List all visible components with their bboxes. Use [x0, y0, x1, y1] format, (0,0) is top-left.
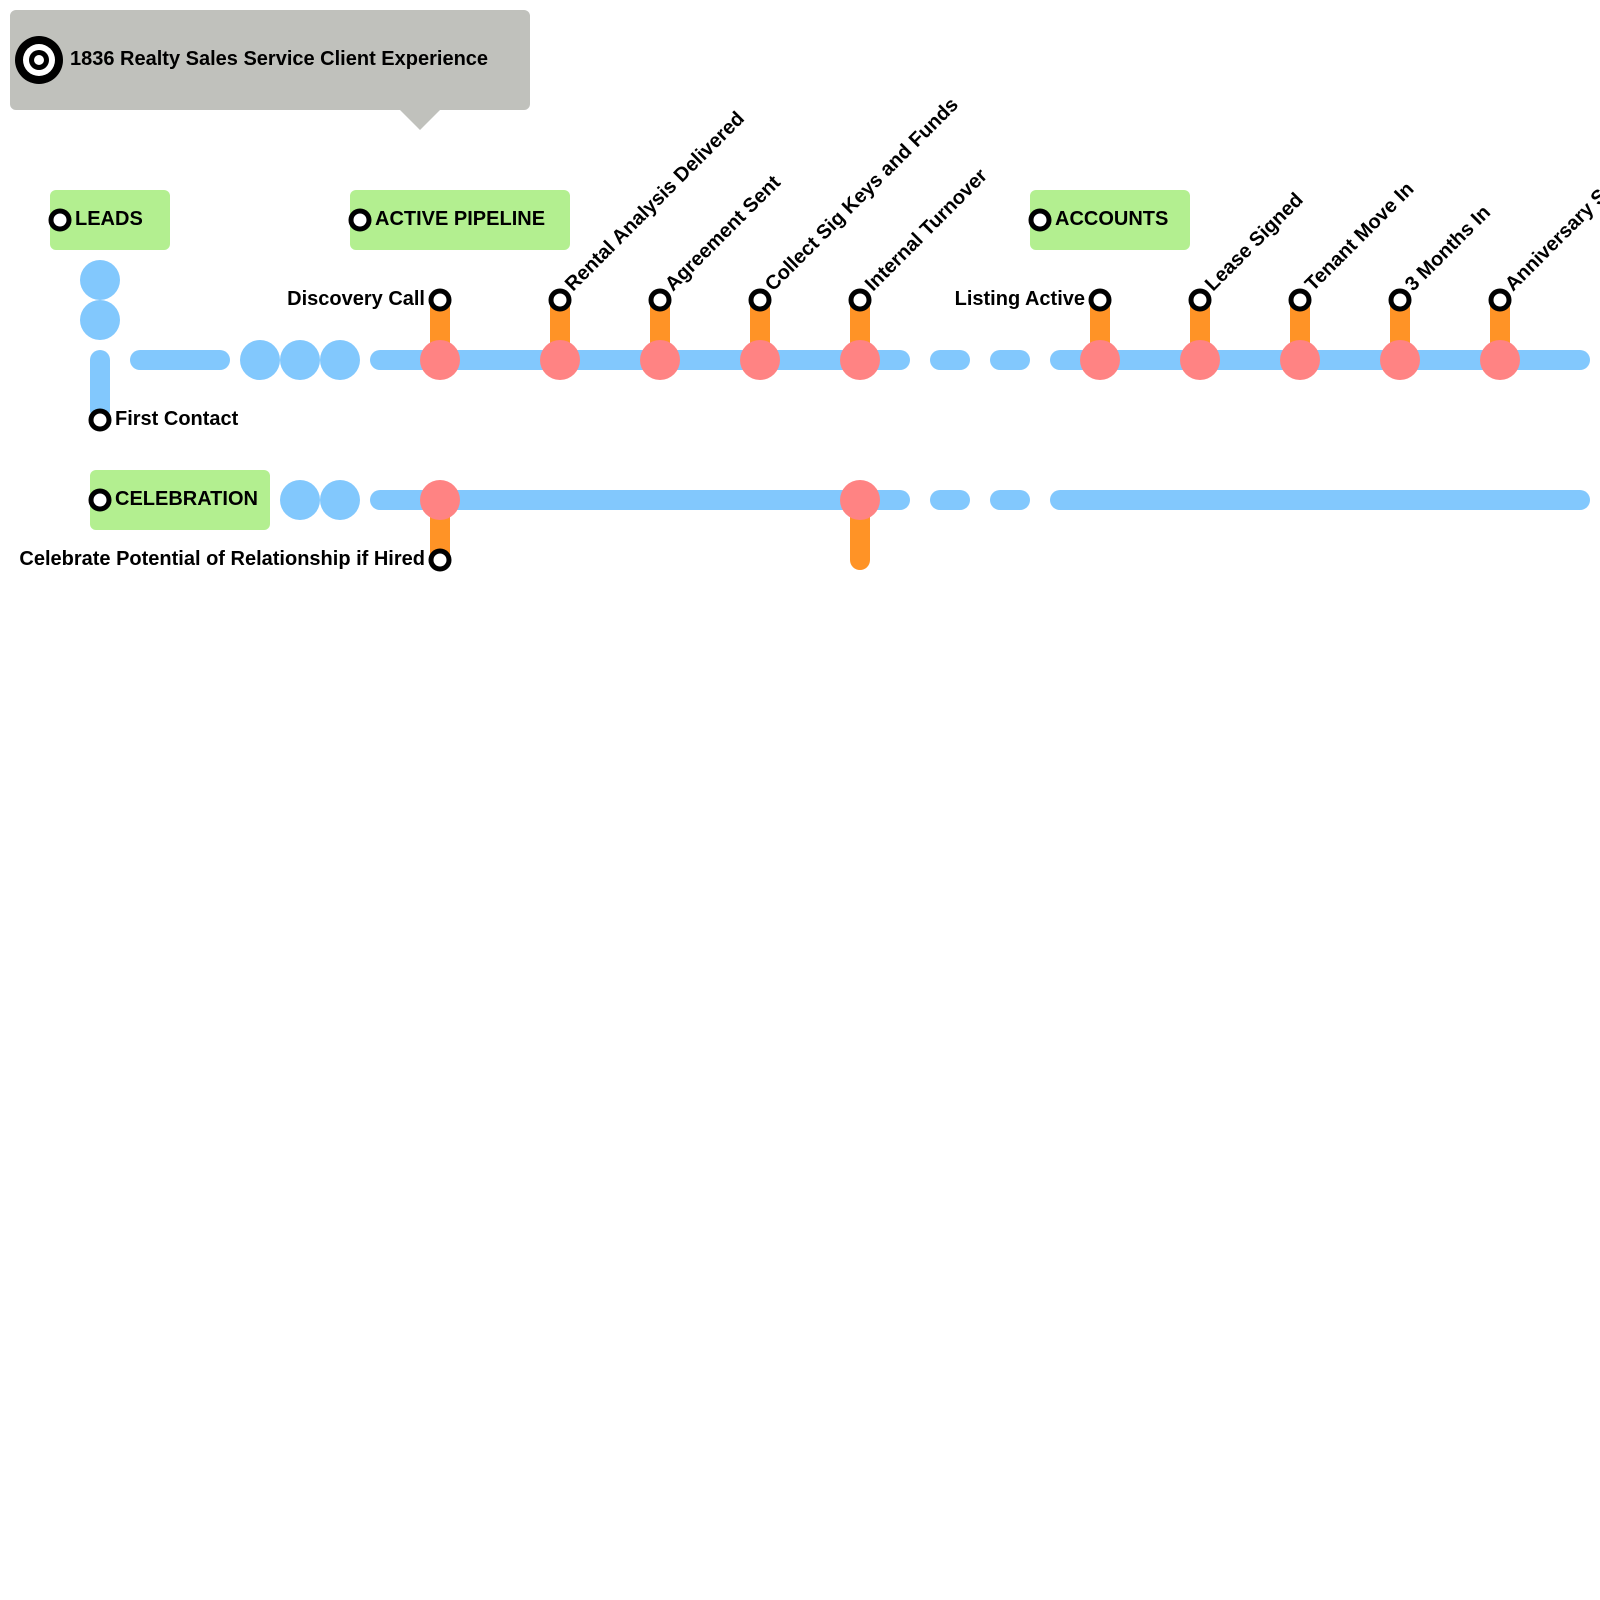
station-discovery-call[interactable]: Discovery Call: [287, 288, 460, 380]
station-label: Discovery Call: [287, 288, 425, 310]
station-marker-icon: [88, 408, 112, 432]
station-marker-icon: [1188, 288, 1212, 312]
station-label: 3 Months In: [1401, 201, 1495, 295]
touchpoint-node: [420, 340, 460, 380]
section-box: [1030, 190, 1190, 250]
title-callout: 1836 Realty Sales Service Client Experie…: [10, 10, 530, 130]
touchpoint-node: [1480, 340, 1520, 380]
station-marker-icon: [428, 288, 452, 312]
station-marker-icon: [88, 488, 112, 512]
station-marker-icon: [1388, 288, 1412, 312]
touchpoint-node: [420, 480, 460, 520]
touchpoint-node: [1180, 340, 1220, 380]
section-label: CELEBRATION: [115, 488, 258, 510]
section-label: LEADS: [75, 208, 143, 230]
section-box: [350, 190, 570, 250]
touchpoint-celebration-turnover[interactable]: [840, 480, 880, 570]
section-leads[interactable]: LEADS: [48, 190, 170, 250]
celebration-track: [280, 480, 1590, 520]
station-marker-icon: [348, 208, 372, 232]
station-marker-icon: [548, 288, 572, 312]
track-node: [320, 480, 360, 520]
station-first-contact[interactable]: First Contact: [88, 408, 239, 432]
section-celebration[interactable]: CELEBRATION: [88, 470, 270, 530]
touchpoint-node: [1380, 340, 1420, 380]
station-marker-icon: [648, 288, 672, 312]
touchpoint-node: [840, 480, 880, 520]
track-node: [320, 340, 360, 380]
track-node: [240, 340, 280, 380]
track-node: [80, 300, 120, 340]
section-active-pipeline[interactable]: ACTIVE PIPELINE: [348, 190, 570, 250]
station-label: Anniversary S: [1501, 185, 1600, 296]
page-title: 1836 Realty Sales Service Client Experie…: [70, 48, 488, 70]
station-label: Celebrate Potential of Relationship if H…: [19, 548, 425, 570]
leads-track: [80, 260, 120, 420]
section-label: ACCOUNTS: [1055, 208, 1168, 230]
target-icon: [15, 36, 63, 84]
main-track: [130, 340, 1590, 380]
section-accounts[interactable]: ACCOUNTS: [1028, 190, 1190, 250]
station-marker-icon: [1028, 208, 1052, 232]
station-celebrate-potential[interactable]: Celebrate Potential of Relationship if H…: [19, 480, 460, 572]
station-label: Collect Sig Keys and Funds: [761, 94, 963, 296]
station-label: First Contact: [115, 408, 239, 430]
touchpoint-node: [540, 340, 580, 380]
touchpoint-node: [640, 340, 680, 380]
station-marker-icon: [1488, 288, 1512, 312]
track-node: [280, 480, 320, 520]
touchpoint-node: [740, 340, 780, 380]
station-marker-icon: [748, 288, 772, 312]
station-marker-icon: [48, 208, 72, 232]
station-listing-active[interactable]: Listing Active: [955, 288, 1120, 380]
station-marker-icon: [1288, 288, 1312, 312]
track-node: [280, 340, 320, 380]
station-marker-icon: [848, 288, 872, 312]
station-label: Rental Analysis Delivered: [561, 108, 749, 296]
station-label: Listing Active: [955, 288, 1085, 310]
station-marker-icon: [1088, 288, 1112, 312]
callout-bubble: [10, 10, 530, 130]
touchpoint-node: [1280, 340, 1320, 380]
section-label: ACTIVE PIPELINE: [375, 208, 545, 230]
station-label: Lease Signed: [1201, 189, 1308, 296]
station-label: Tenant Move In: [1301, 178, 1418, 295]
station-marker-icon: [428, 548, 452, 572]
section-box: [90, 470, 270, 530]
touchpoint-node: [1080, 340, 1120, 380]
track-node: [80, 260, 120, 300]
section-box: [50, 190, 170, 250]
touchpoint-node: [840, 340, 880, 380]
